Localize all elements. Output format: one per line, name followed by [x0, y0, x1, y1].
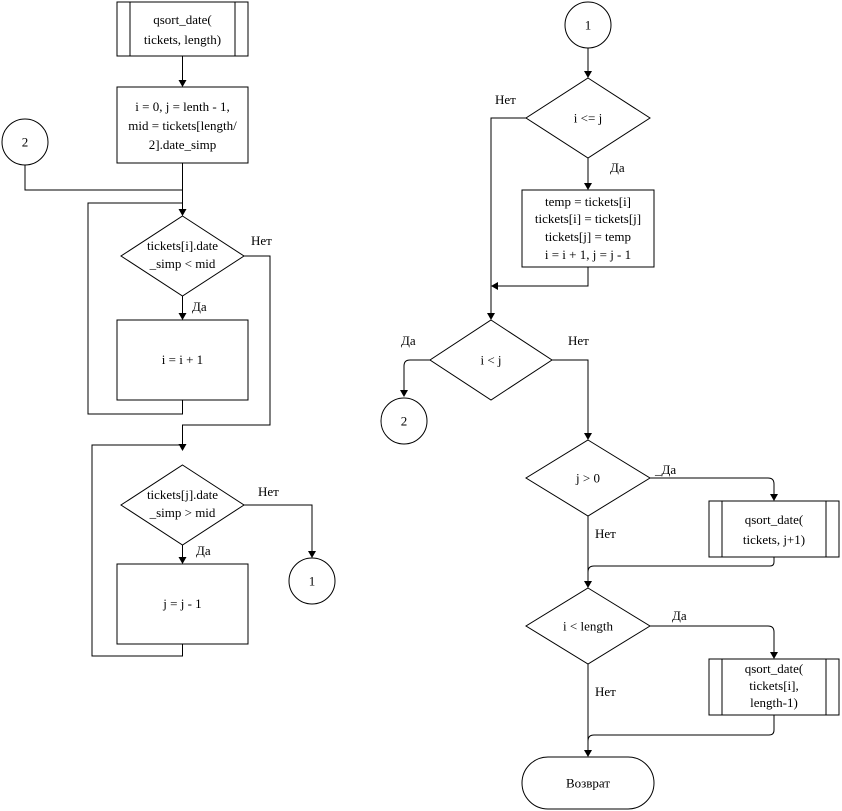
init-line-1: i = 0, j = lenth - 1, — [135, 99, 229, 114]
arrow-head — [584, 71, 592, 78]
cond-len-no-label: Нет — [595, 684, 616, 699]
cond-i-no-label: Нет — [251, 233, 272, 248]
arrow-head — [487, 313, 495, 320]
arrow-head — [178, 444, 187, 451]
cond-i-decision: tickets[i].date _simp < mid — [120, 215, 245, 297]
loop-line-j — [91, 444, 183, 657]
cond-i-line-2: _simp < mid — [149, 256, 216, 271]
flow-line — [587, 557, 775, 573]
cond-le-yes-label: Да — [610, 160, 625, 175]
flow-line — [490, 117, 526, 314]
cond-j-no-label: Нет — [258, 484, 279, 499]
dec-j-text: j = j - 1 — [162, 596, 201, 611]
inc-i-text: i = i + 1 — [162, 352, 203, 367]
cond-j-decision: tickets[j].date _simp > mid — [120, 464, 245, 546]
connector-2-left: 2 — [1, 118, 49, 166]
swap-line-3: tickets[j] = temp — [545, 229, 631, 244]
arrow-head — [178, 313, 187, 320]
init-line-3: 2].date_simp — [149, 137, 217, 152]
end-terminator: Возврат — [521, 756, 655, 810]
init-block: i = 0, j = lenth - 1, mid = tickets[leng… — [116, 86, 249, 164]
arrow-head — [584, 433, 592, 440]
start-call-line-2: tickets, length) — [144, 32, 221, 47]
swap-line-1: temp = tickets[i] — [545, 194, 631, 209]
cond-j-line-1: tickets[j].date — [147, 487, 218, 502]
cond-len-text: i < length — [563, 619, 613, 634]
call-j-line-2: tickets, j+1) — [743, 532, 805, 547]
inc-i-block: i = i + 1 — [116, 319, 249, 401]
call-i-block: qsort_date( tickets[i], length-1) — [708, 658, 840, 716]
cond-lt-no-label: Нет — [568, 333, 589, 348]
cond-i-line-1: tickets[i].date — [147, 238, 218, 253]
cond-lt-text: i < j — [480, 353, 501, 368]
cond-i-yes-label: Да — [192, 299, 207, 314]
arrow-head — [491, 282, 498, 290]
init-line-2: mid = tickets[length/ — [128, 118, 237, 133]
cond-len-yes-label: Да — [672, 608, 687, 623]
connector-2-right: 2 — [380, 397, 428, 445]
arrow-head — [400, 390, 408, 397]
dec-j-block: j = j - 1 — [116, 563, 249, 645]
call-i-line-3: length-1) — [750, 695, 798, 710]
call-i-line-2: tickets[i], — [749, 678, 798, 693]
arrow-head — [178, 209, 187, 216]
connector-2-right-label: 2 — [401, 414, 408, 429]
flow-line — [552, 359, 589, 434]
arrow-head — [178, 557, 187, 564]
call-j-line-1: qsort_date( — [745, 512, 803, 527]
start-call-block: qsort_date( tickets, length) — [116, 1, 249, 57]
arrow-head — [584, 750, 592, 757]
cond-le-decision: i <= j — [525, 77, 651, 159]
cond-j-yes-label: Да — [196, 543, 211, 558]
cond-len-decision: i < length — [525, 587, 651, 665]
cond-j-line-2: _simp > mid — [149, 505, 216, 520]
start-call-line-1: qsort_date( — [153, 12, 211, 27]
connector-2-left-label: 2 — [22, 135, 29, 150]
flow-line — [650, 625, 775, 653]
swap-line-4: i = i + 1, j = j - 1 — [545, 247, 631, 262]
cond-j0-yes-label: _Да — [654, 462, 676, 477]
cond-lt-decision: i < j — [429, 319, 553, 401]
connector-1-left: 1 — [288, 557, 336, 605]
arrow-head — [770, 494, 778, 501]
cond-j0-decision: j > 0 — [525, 439, 651, 517]
swap-line-2: tickets[i] = tickets[j] — [535, 211, 641, 226]
connector-1-left-label: 1 — [309, 574, 316, 589]
call-j-block: qsort_date( tickets, j+1) — [708, 500, 840, 558]
cond-le-text: i <= j — [574, 111, 602, 126]
flow-line — [182, 255, 271, 445]
flow-line — [403, 359, 430, 391]
call-i-line-1: qsort_date( — [745, 661, 803, 676]
swap-block: temp = tickets[i] tickets[i] = tickets[j… — [521, 189, 655, 268]
loop-line-i — [87, 202, 183, 415]
arrow-head — [584, 581, 592, 588]
arrow-head — [178, 80, 187, 87]
arrow-head — [584, 183, 592, 190]
arrow-head — [308, 551, 316, 558]
connector-1-right: 1 — [564, 1, 612, 49]
flow-line — [497, 267, 589, 287]
flow-line — [587, 715, 775, 742]
cond-le-no-label: Нет — [495, 92, 516, 107]
connector-1-right-label: 1 — [585, 18, 592, 33]
arrow-head — [770, 652, 778, 659]
cond-lt-yes-label: Да — [401, 333, 416, 348]
flow-line — [24, 165, 183, 191]
flow-line — [650, 477, 775, 495]
cond-j0-text: j > 0 — [575, 471, 600, 486]
flow-line — [244, 504, 313, 552]
end-text: Возврат — [566, 776, 610, 791]
cond-j0-no-label: Нет — [595, 526, 616, 541]
